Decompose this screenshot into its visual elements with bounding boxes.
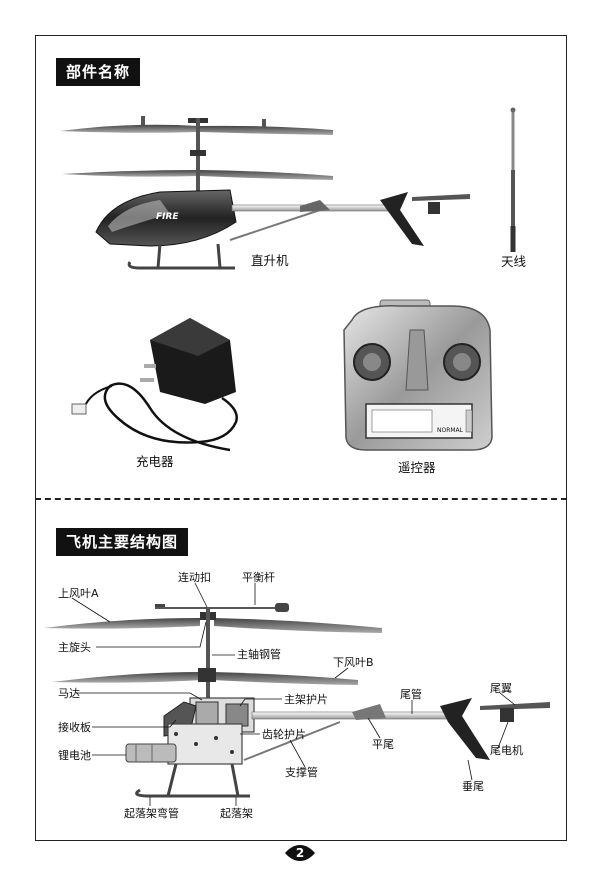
label-lower-blade-b: 下风叶B — [333, 656, 374, 669]
label-tail-motor: 尾电机 — [490, 744, 523, 757]
caption-antenna: 天线 — [501, 254, 527, 269]
remote-image: NORMAL — [343, 299, 493, 451]
label-rotor-head: 主旋头 — [58, 641, 91, 654]
label-skid-bend-tube: 起落架弯管 — [124, 807, 179, 820]
page-number-ornament — [285, 845, 315, 861]
label-main-shaft: 主轴钢管 — [237, 648, 281, 661]
label-linkage: 连动扣 — [178, 571, 211, 584]
leader-lines — [71, 582, 516, 806]
label-vertical-tail: 垂尾 — [462, 780, 484, 793]
page-number-text: 2 — [295, 846, 305, 860]
label-support-tube: 支撑管 — [285, 766, 318, 779]
label-horizontal-tail: 平尾 — [372, 738, 394, 751]
label-lithium-battery: 锂电池 — [58, 749, 91, 762]
caption-remote: 遥控器 — [398, 460, 436, 475]
label-landing-gear: 起落架 — [220, 807, 253, 820]
label-gear-guard: 齿轮护片 — [262, 728, 306, 741]
page-frame — [35, 35, 567, 841]
label-balance-bar: 平衡杆 — [242, 571, 275, 584]
structure-section-title: 飞机主要结构图 — [56, 528, 189, 556]
label-upper-blade-a: 上风叶A — [58, 587, 99, 600]
helicopter-body-text: FIRE — [156, 212, 179, 222]
remote-screen-text: NORMAL — [437, 427, 464, 434]
caption-helicopter: 直升机 — [251, 253, 289, 268]
label-tail-wing: 尾翼 — [490, 682, 512, 695]
antenna-image — [510, 107, 516, 252]
label-tail-boom: 尾管 — [400, 688, 422, 701]
charger-image — [71, 318, 238, 452]
caption-charger: 充电器 — [136, 454, 174, 469]
parts-section-title: 部件名称 — [56, 58, 141, 86]
helicopter-image: FIRE — [60, 116, 470, 270]
structure-helicopter-image — [44, 603, 550, 798]
label-motor: 马达 — [58, 687, 80, 700]
page-number: 2 — [289, 845, 311, 861]
label-receiver-board: 接收板 — [58, 721, 91, 734]
label-main-frame-guard: 主架护片 — [284, 693, 328, 706]
section-divider — [35, 498, 567, 500]
